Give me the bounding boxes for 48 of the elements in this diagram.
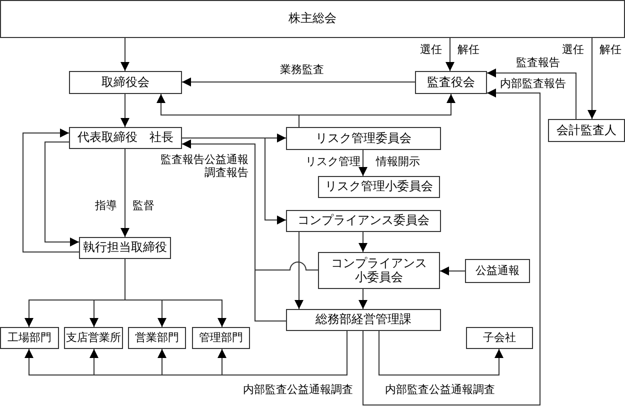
edge-label: 監査報告 [516, 57, 560, 70]
edge-label: 内部監査公益通報調査 [243, 384, 353, 397]
edge-label: 選任 解任 [562, 44, 622, 57]
edge-label: 指導 監督 [95, 200, 154, 213]
arrow [120, 148, 130, 238]
arrow [446, 38, 454, 72]
edge-label: リスク管理 情報開示 [306, 156, 420, 169]
org-box: 総務部経営管理課 [286, 309, 441, 331]
arrow [22, 128, 80, 252]
org-box: 営業部門 [128, 327, 186, 349]
arrow [44, 142, 80, 246]
org-box: 工場部門 [0, 327, 59, 349]
org-box: 代表取締役 社長 [69, 127, 182, 149]
arrow [182, 138, 286, 224]
edge-label: 監査報告公益通報調査報告 [159, 154, 248, 180]
arrow [440, 266, 466, 276]
arrow [120, 94, 130, 128]
arrow [120, 38, 130, 72]
edge-label: 選任 解任 [420, 44, 480, 57]
org-box: 公益通報 [465, 259, 530, 283]
org-box: 管理部門 [192, 327, 250, 349]
org-box: 監査役会 [415, 71, 487, 94]
arrow [358, 150, 368, 176]
arrow [486, 68, 576, 120]
org-box: 執行担当取締役 [79, 237, 171, 259]
org-box: リスク管理小委員会 [318, 176, 440, 198]
arrow [362, 88, 540, 406]
org-box: 株主総会 [0, 0, 625, 38]
org-box: 子会社 [466, 327, 533, 349]
org-box: 会計監査人 [548, 119, 625, 142]
edge-label: 内部監査公益通報調査 [385, 384, 495, 397]
org-box: 取締役会 [69, 71, 182, 94]
arrow [358, 232, 368, 252]
arrow [378, 330, 504, 376]
arrow [298, 94, 456, 128]
arrow [588, 38, 596, 120]
arrow [294, 232, 304, 310]
org-box: コンプライアンス小委員会 [318, 252, 440, 289]
arrow [182, 78, 416, 86]
edge-label: 内部監査報告 [500, 78, 566, 91]
org-box: リスク管理委員会 [286, 127, 441, 150]
arrow [218, 330, 348, 376]
org-box: コンプライアンス委員会 [286, 210, 441, 232]
org-box: 支店営業所 [64, 327, 123, 349]
arrow [124, 258, 226, 328]
arrow [182, 140, 318, 270]
arrow [358, 288, 368, 310]
edge-label: 業務監査 [280, 64, 324, 77]
